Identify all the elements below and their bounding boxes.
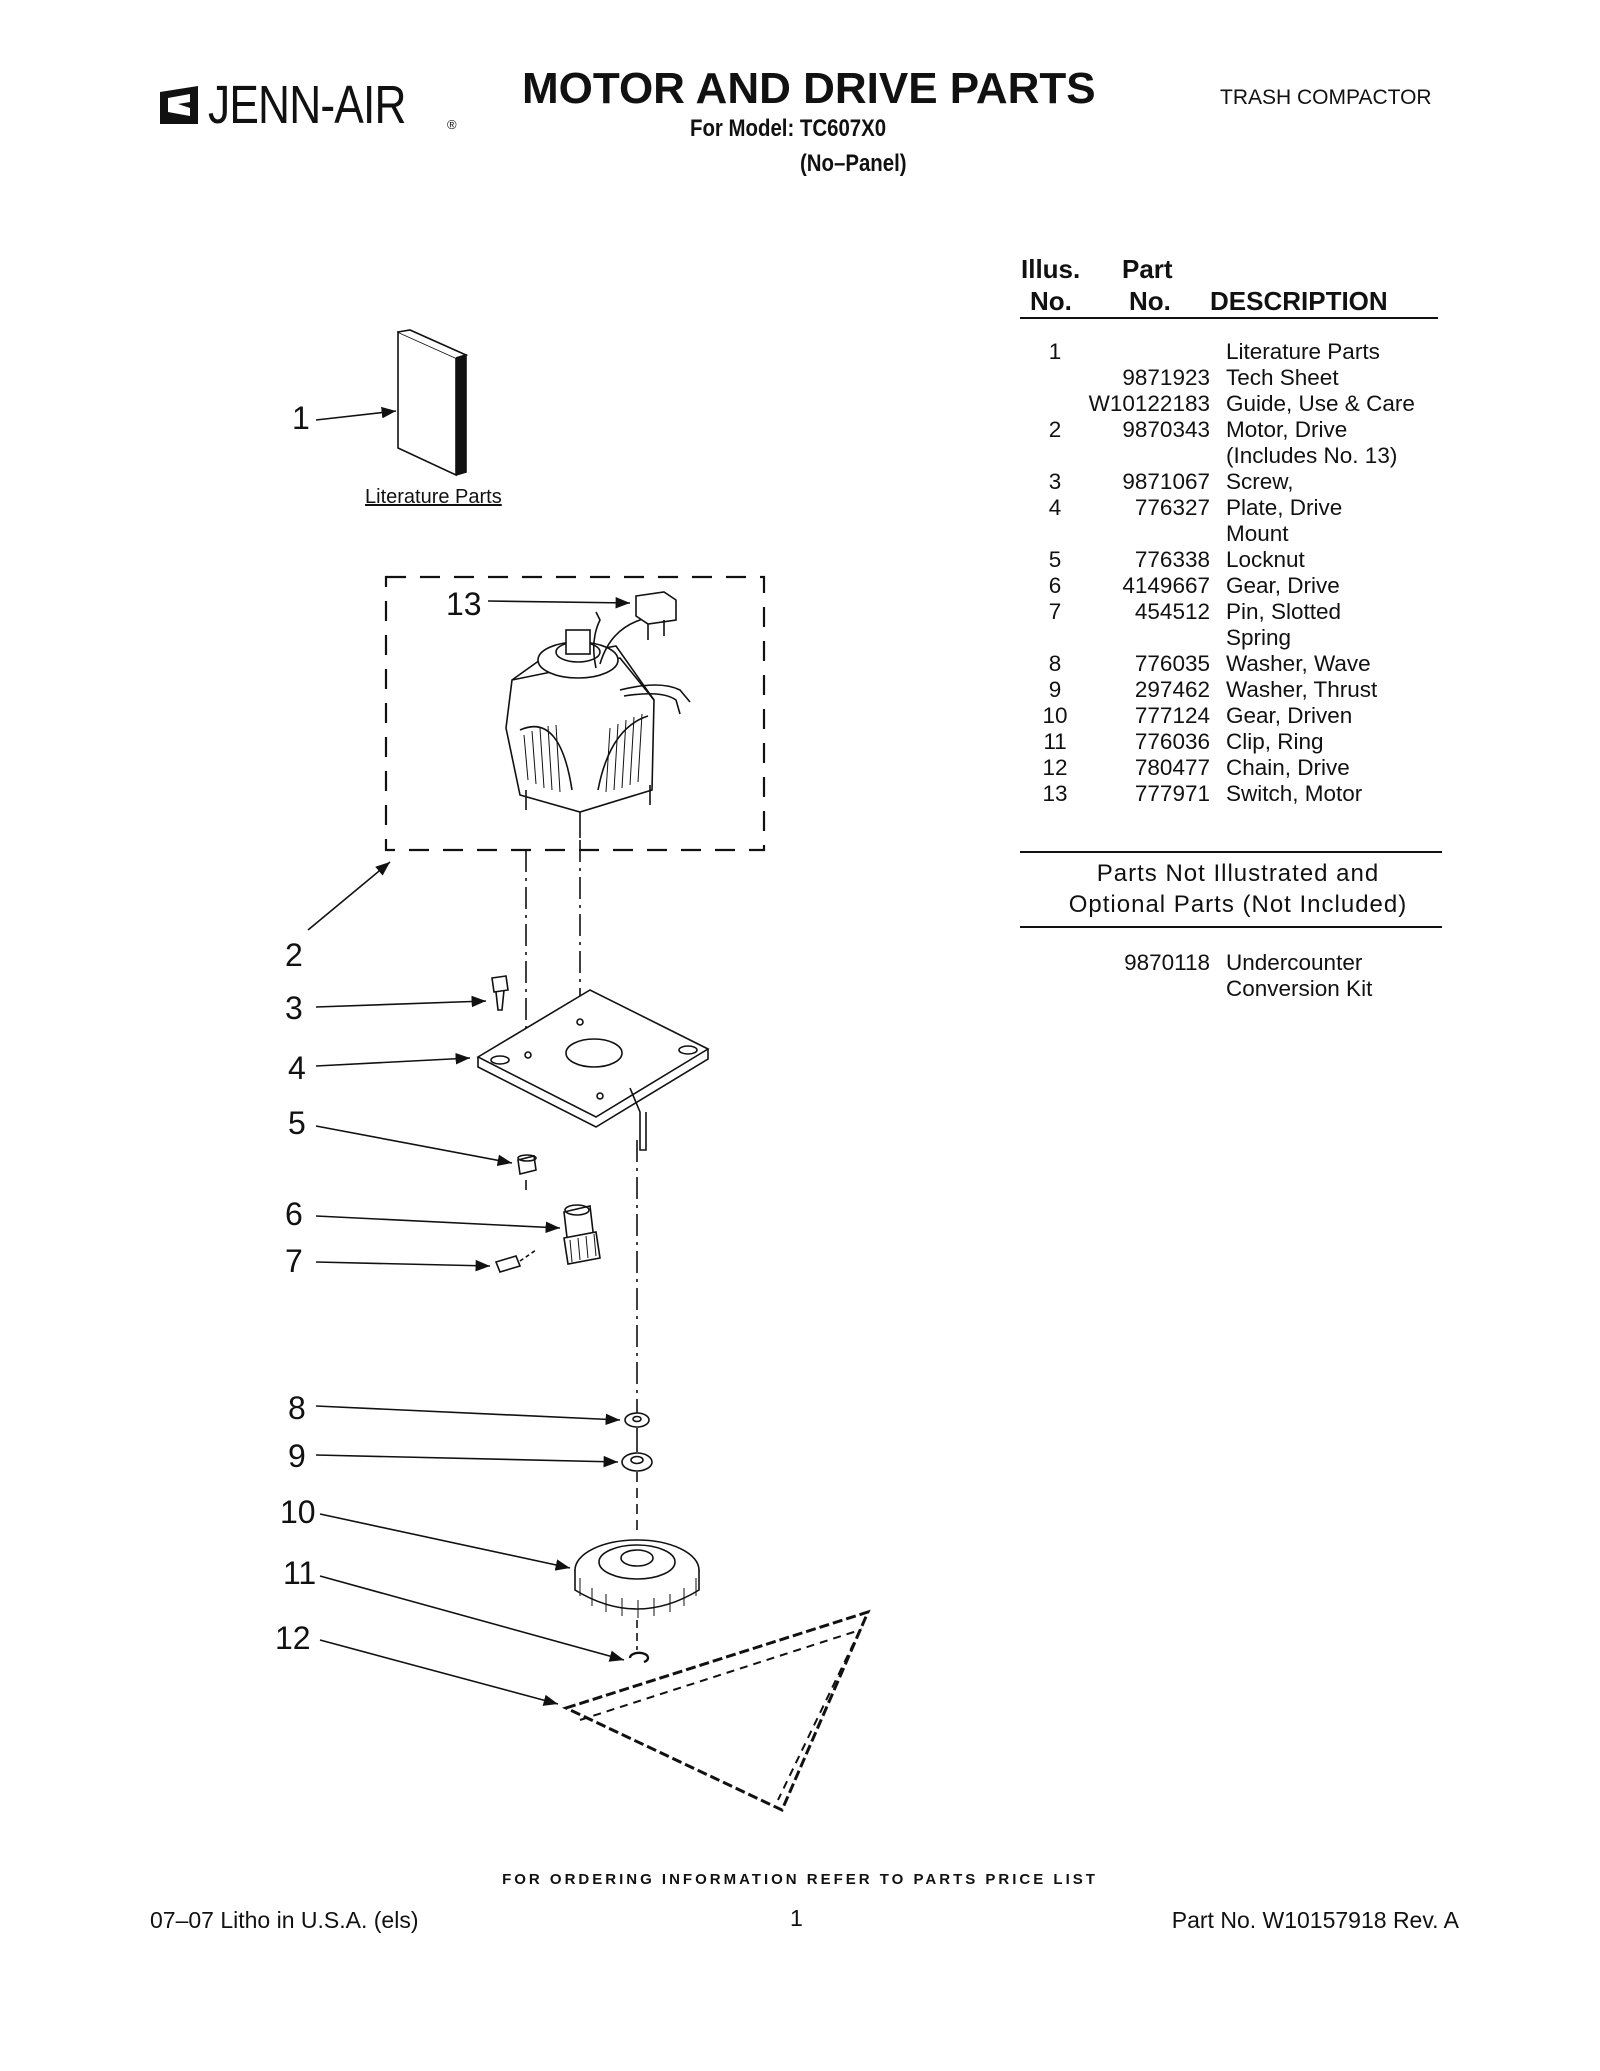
part-description: Spring [1226,625,1292,650]
part-description: Gear, Drive [1226,573,1340,598]
part-no: 4149667 [1122,573,1210,598]
part-description: Washer, Wave [1226,651,1371,676]
brand-name: JENN-AIR [208,75,406,135]
part-no: 777971 [1134,781,1210,806]
illus-no: 4 [1048,495,1062,520]
callout-4: 4 [288,1050,306,1086]
extra-desc: Conversion Kit [1226,976,1373,1001]
part-description: Plate, Drive [1226,495,1343,520]
callout-12: 12 [275,1620,311,1656]
illus-no: 13 [1042,781,1068,806]
part-description: Pin, Slotted [1226,599,1342,624]
illus-no: 10 [1042,703,1068,728]
col-illus-line2: No. [1030,286,1072,316]
illus-no: 1 [1048,339,1062,364]
section-rule-bottom [1020,926,1442,928]
part-description: Washer, Thrust [1226,677,1378,702]
part-description: Guide, Use & Care [1226,391,1415,416]
screw [491,975,509,1011]
extra-desc: Undercounter [1226,950,1363,975]
col-illus-line1: Illus. [1021,254,1081,284]
motor-switch [635,591,677,640]
illus-no: 9 [1048,677,1062,702]
illus-no: 3 [1048,469,1062,494]
callout-6: 6 [285,1196,303,1232]
callout-8: 8 [288,1390,306,1426]
wave-washer [624,1412,650,1428]
col-description: DESCRIPTION [1210,286,1388,316]
col-part-line2: No. [1129,286,1171,316]
illus-no: 7 [1048,599,1062,624]
part-no: 9870343 [1122,417,1210,442]
col-part-line1: Part [1122,254,1173,284]
ordering-note: FOR ORDERING INFORMATION REFER TO PARTS … [502,1871,1098,1888]
drive-mount-plate [476,989,710,1151]
driven-gear [574,1539,700,1618]
table-header-rule [1020,317,1438,319]
illus-no: 6 [1048,573,1062,598]
callout-13: 13 [446,586,482,622]
part-no: 454512 [1134,599,1210,624]
callout-10: 10 [280,1494,316,1530]
locknut [517,1154,537,1175]
registered-mark: ® [447,117,457,132]
ring-clip [628,1651,650,1664]
section-rule-top [1020,851,1442,853]
part-no: 777124 [1134,703,1210,728]
part-description: Mount [1226,521,1289,546]
callout-1: 1 [292,400,310,436]
jenn-air-logo-icon [160,86,198,124]
illus-no: 11 [1043,729,1067,754]
part-no: 780477 [1134,755,1210,780]
callout-7: 7 [285,1243,303,1279]
thrust-washer [621,1452,653,1472]
part-no: 9871067 [1122,469,1210,494]
part-no: 9871923 [1122,365,1210,390]
not-illustrated-heading-2: Optional Parts (Not Included) [1068,891,1408,918]
part-no: 776036 [1134,729,1210,754]
callout-9: 9 [288,1438,306,1474]
literature-parts-caption: Literature Parts [365,486,502,508]
litho-note: 07–07 Litho in U.S.A. (els) [150,1907,419,1933]
page-number: 1 [790,1905,803,1931]
part-no: W10122183 [1088,391,1210,416]
page-title: MOTOR AND DRIVE PARTS [522,64,1096,113]
callout-5: 5 [288,1105,306,1141]
part-no: 776338 [1134,547,1210,572]
not-illustrated-heading-1: Parts Not Illustrated and [1096,860,1380,887]
part-description: Switch, Motor [1226,781,1363,806]
part-description: Chain, Drive [1226,755,1350,780]
callout-2: 2 [285,937,303,973]
slotted-pin [494,1249,537,1273]
document-part-number: Part No. W10157918 Rev. A [1171,1907,1459,1933]
extra-part-no: 9870118 [1124,950,1210,975]
model-line: For Model: TC607X0 [690,115,887,142]
part-description: Tech Sheet [1226,365,1339,390]
drive-motor [505,611,691,838]
part-description: Literature Parts [1226,339,1380,364]
illus-no: 12 [1042,755,1068,780]
part-no: 776327 [1134,495,1210,520]
illus-no: 8 [1048,651,1062,676]
part-no: 776035 [1134,651,1210,676]
panel-line: (No–Panel) [800,150,907,177]
part-description: Motor, Drive [1226,417,1348,442]
drive-gear [563,1204,601,1265]
callout-11: 11 [283,1555,317,1591]
illus-no: 2 [1048,417,1062,442]
part-description: Clip, Ring [1226,729,1324,754]
part-description: (Includes No. 13) [1226,443,1398,468]
part-description: Gear, Driven [1226,703,1353,728]
part-description: Screw, [1226,469,1294,494]
motor-group-box [384,575,766,852]
drive-chain [561,1609,871,1813]
product-category: TRASH COMPACTOR [1220,86,1432,109]
part-no: 297462 [1134,677,1210,702]
brand-logo: JENN-AIR [158,78,449,132]
callout-3: 3 [285,990,303,1026]
literature-parts-booklet [397,329,469,477]
illus-no: 5 [1048,547,1062,572]
part-description: Locknut [1226,547,1305,572]
